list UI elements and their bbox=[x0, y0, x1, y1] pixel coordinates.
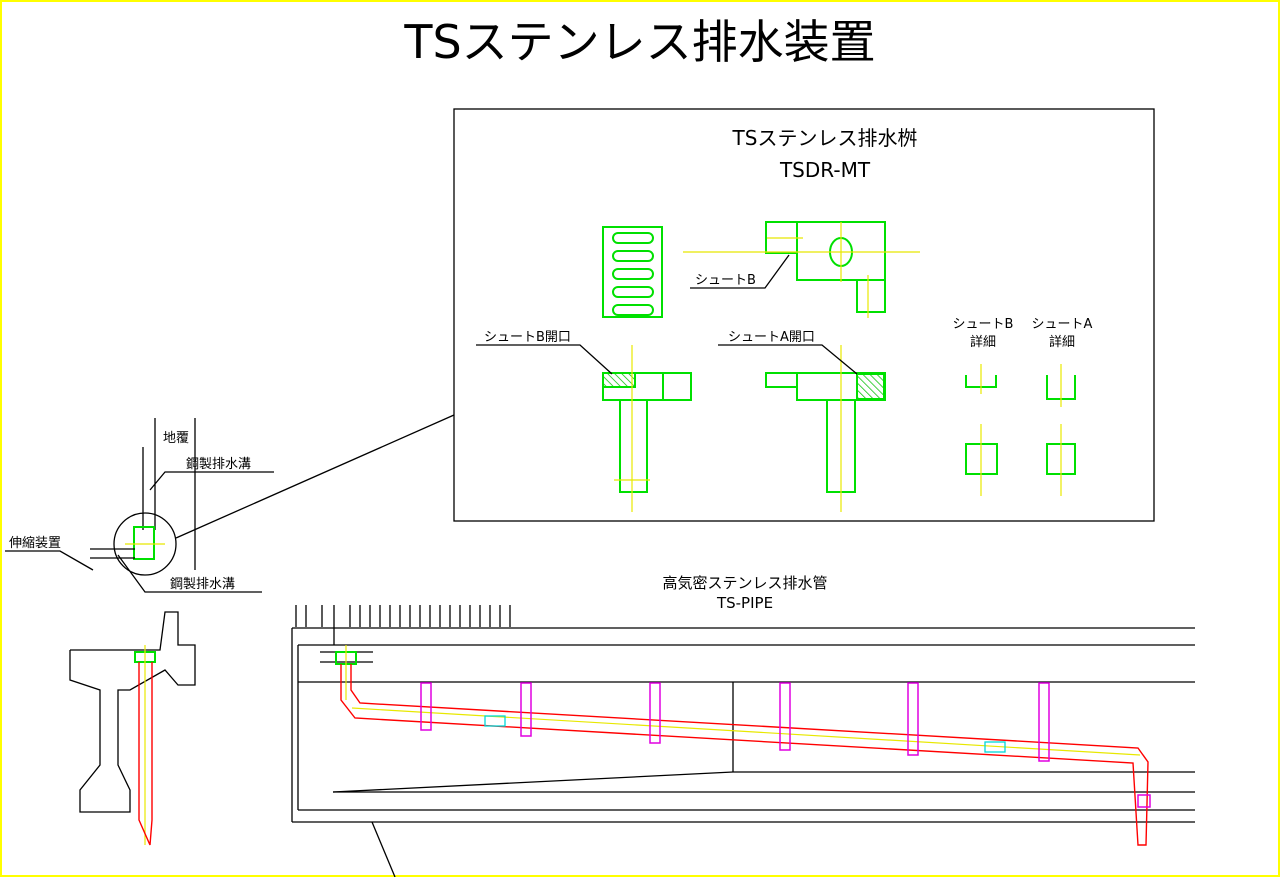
label-expansion-device: 伸縮装置 bbox=[9, 535, 61, 551]
basin-plan bbox=[683, 221, 920, 318]
label-chute-b-opening: シュートB開口 bbox=[484, 330, 571, 345]
leader-chute-a-opening bbox=[718, 344, 858, 375]
leader-chute-b bbox=[690, 254, 790, 289]
label-chute-a-detail-2: 詳細 bbox=[1049, 334, 1075, 350]
label-chute-a-opening: シュートA開口 bbox=[728, 330, 815, 345]
label-ground-cover: 地覆 bbox=[163, 431, 189, 446]
leader-chute-b-opening bbox=[476, 344, 613, 375]
detail-title: TSステンレス排水桝 bbox=[732, 126, 918, 150]
chute-details bbox=[965, 364, 1076, 496]
label-steel-drain-bottom: 鋼製排水溝 bbox=[170, 577, 235, 592]
pipe-title: 高気密ステンレス排水管 bbox=[662, 574, 827, 592]
label-steel-drain-top: 鋼製排水溝 bbox=[186, 457, 251, 472]
pipe-elevation bbox=[291, 605, 1195, 877]
bridge-section bbox=[5, 418, 274, 593]
grating-plan bbox=[602, 226, 663, 318]
label-chute-b-detail-1: シュートB bbox=[953, 317, 1014, 332]
main-title: TSステンレス排水装置 bbox=[403, 15, 875, 69]
label-chute-a-detail-1: シュートA bbox=[1032, 317, 1093, 332]
label-chute-b: シュートB bbox=[695, 273, 756, 288]
girder-section bbox=[69, 611, 196, 846]
chute-a-section bbox=[765, 345, 886, 512]
detail-box: TSステンレス排水桝 TSDR-MT シュートB bbox=[453, 108, 1155, 522]
detail-model: TSDR-MT bbox=[779, 158, 871, 182]
pipe-model: TS-PIPE bbox=[716, 594, 773, 612]
callout-line bbox=[175, 414, 455, 539]
label-chute-b-detail-2: 詳細 bbox=[970, 334, 996, 350]
chute-b-section bbox=[602, 345, 692, 512]
